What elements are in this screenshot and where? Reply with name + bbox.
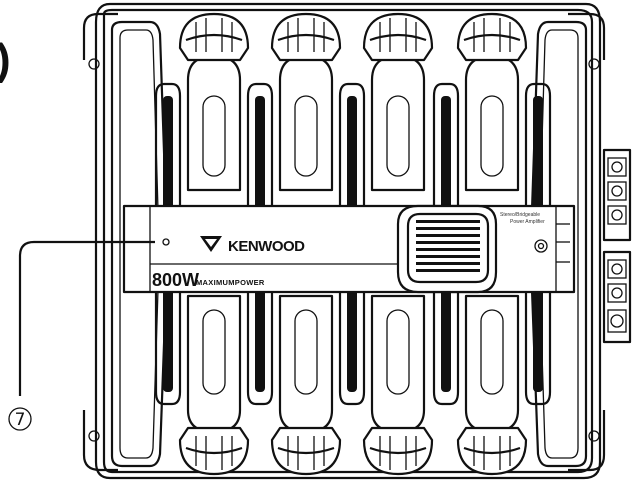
power-indicator-icon xyxy=(534,239,548,253)
fin-slot xyxy=(370,54,426,192)
faceplate-small-print-2: Power Amplifier xyxy=(510,219,545,225)
fin-slot xyxy=(278,54,334,192)
fin-cap-top xyxy=(362,12,434,62)
power-rating-caption: MAXIMUMPOWER xyxy=(196,278,265,287)
callout-7: 7 xyxy=(8,407,32,431)
fin-cap-top xyxy=(456,12,528,62)
fin-slot xyxy=(186,294,242,434)
faceplate-small-print-1: Stereo/Bridgeable xyxy=(500,212,540,218)
fin-slot xyxy=(464,294,520,434)
faceplate-screw xyxy=(162,238,170,246)
fin-cap-bottom xyxy=(456,426,528,476)
fin-cap-bottom xyxy=(178,426,250,476)
partial-marker: ) xyxy=(0,35,11,84)
grille-slats xyxy=(416,220,480,272)
fin-cap-top xyxy=(270,12,342,62)
fin-slot xyxy=(186,54,242,192)
top-fin-caps xyxy=(178,12,528,62)
kenwood-logo-icon xyxy=(200,236,222,252)
amplifier-chassis xyxy=(94,2,602,480)
fan-grille xyxy=(396,204,498,294)
faceplate: KENWOOD 800W MAXIMUMPOWER Stereo/Bridgea… xyxy=(122,204,576,294)
fin-cap-bottom xyxy=(362,426,434,476)
fin-slot xyxy=(464,54,520,192)
fin-slot xyxy=(370,294,426,434)
brand-name: KENWOOD xyxy=(228,238,305,255)
fin-slot xyxy=(278,294,334,434)
fin-cap-top xyxy=(178,12,250,62)
fin-cap-bottom xyxy=(270,426,342,476)
callout-number: 7 xyxy=(15,410,26,430)
callout-leader xyxy=(18,240,155,396)
bottom-fin-caps xyxy=(178,426,528,476)
power-rating: 800W xyxy=(152,270,199,290)
terminal-block xyxy=(602,148,632,344)
